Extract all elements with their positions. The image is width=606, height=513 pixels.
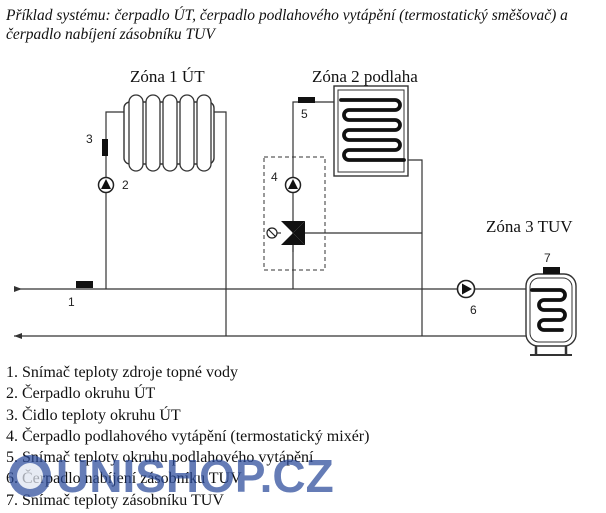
- floor-heating-icon: [333, 85, 409, 177]
- legend-list: 1. Snímač teploty zdroje topné vody 2. Č…: [6, 362, 369, 511]
- mixer-group-box: [263, 156, 326, 271]
- watermark-text: UNISHOP.CZ: [56, 450, 334, 502]
- pump-2-icon: [97, 176, 115, 194]
- legend-item-1: 1. Snímač teploty zdroje topné vody: [6, 364, 238, 381]
- diagram-caption: Příklad systému: čerpadlo ÚT, čerpadlo p…: [6, 7, 568, 43]
- sensor-5-icon: [298, 97, 315, 103]
- dhw-tank-icon: [525, 273, 577, 356]
- sensor-1-icon: [76, 281, 93, 288]
- return-line: [14, 333, 540, 339]
- zone-3-title: Zóna 3 TUV: [486, 217, 573, 236]
- legend-item-5: 5. Snímač teploty okruhu podlahového vyt…: [6, 449, 314, 467]
- marker-5: 5: [301, 107, 308, 121]
- legend-item-6: 6. Čerpadlo nabíjení zásobníku TUV: [6, 470, 242, 488]
- unishop-watermark: UNISHOP.CZ: [9, 450, 334, 502]
- marker-3: 3: [86, 132, 93, 146]
- supply-line: [14, 286, 540, 292]
- sensor-7-icon: [543, 267, 560, 274]
- marker-7: 7: [544, 251, 551, 265]
- marker-2: 2: [122, 178, 129, 192]
- zone-1-title: Zóna 1 ÚT: [130, 67, 205, 86]
- zone-1-circuit: [105, 111, 227, 336]
- pump-4-icon: [284, 176, 302, 194]
- legend-item-4: 4. Čerpadlo podlahového vytápění (termos…: [6, 427, 370, 445]
- marker-1: 1: [68, 295, 75, 309]
- legend-item-2: 2. Čerpadlo okruhu ÚT: [6, 385, 156, 403]
- legend-item-7: 7. Snímač teploty zásobníku TUV: [6, 491, 224, 509]
- mixing-valve-icon: [266, 221, 305, 245]
- radiator-icon: [123, 94, 215, 172]
- legend-item-3: 3. Čidlo teploty okruhu ÚT: [6, 406, 181, 424]
- sensor-3-icon: [102, 139, 108, 156]
- marker-6: 6: [470, 303, 477, 317]
- heating-system-diagram: Zóna 1 ÚT Zóna 2 podlaha Zóna 3 TUV 3 2: [14, 67, 577, 356]
- zone-2-title: Zóna 2 podlaha: [312, 67, 418, 86]
- marker-4: 4: [271, 170, 278, 184]
- pump-6-icon: [456, 279, 476, 299]
